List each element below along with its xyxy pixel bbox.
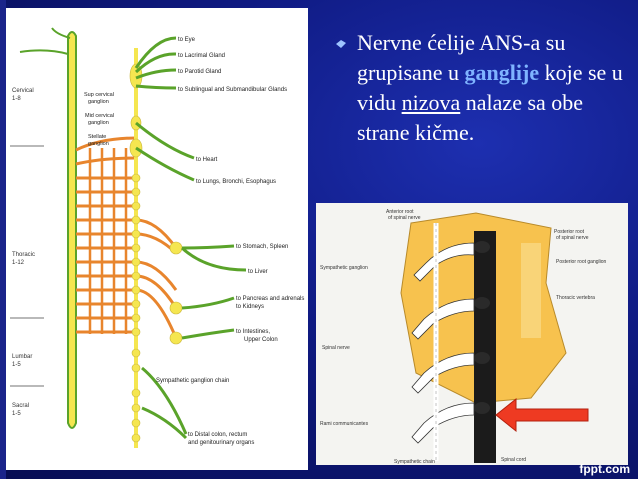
region-lumbar-name: Lumbar [12,354,32,360]
label-thoracic-vertebra: Thoracic vertebra [556,295,595,301]
paragraph-underlined: nizova [401,90,461,115]
svg-text:of spinal nerve: of spinal nerve [556,235,589,241]
paragraph-part2: koje se u vidu [357,60,623,115]
target-parotid: to Parotid Gland [178,69,221,75]
paragraph-part3: nalaze sa obe strane kičme. [357,90,584,145]
target-sublingual: to Sublingual and Submandibular Glands [178,87,287,93]
bullet-paragraph: Nervne ćelije ANS-a su grupisane u gangl… [357,28,625,148]
spinal-cross-section-diagram: Anterior root of spinal nerve Posterior … [316,203,628,465]
svg-text:and genitourinary organs: and genitourinary organs [188,440,254,446]
target-eye: to Eye [178,37,196,43]
target-heart: to Heart [196,157,218,163]
spinal-cord-shape [67,31,77,429]
svg-text:Upper Colon: Upper Colon [244,337,278,343]
region-thoracic-range: 1-12 [12,260,25,266]
region-sacral-name: Sacral [12,403,29,409]
target-liver: to Liver [248,269,268,275]
label-posterior-root: Posterior root [554,229,585,235]
preganglionic-verticals [88,148,128,334]
spinal-cord-column [474,231,496,463]
target-stomach: to Stomach, Spleen [236,244,288,250]
spinal-nerves [411,242,475,444]
region-thoracic-name: Thoracic [12,252,35,258]
svg-text:of spinal nerve: of spinal nerve [388,215,421,221]
region-cervical-name: Cervical [12,88,34,94]
svg-text:ganglion: ganglion [88,99,109,105]
ganglion-mid-label: Mid cervical [85,113,114,119]
target-pancreas: to Pancreas and adrenals [236,296,304,302]
peripheral-nerves [19,27,71,55]
target-lungs: to Lungs, Bronchi, Esophagus [196,179,276,185]
target-lacrimal: to Lacrimal Gland [178,53,225,59]
label-rami: Rami communicantes [320,421,369,427]
svg-text:ganglion: ganglion [88,120,109,126]
label-spinal-nerve: Spinal nerve [322,345,350,351]
paragraph-part1: Nervne ćelije ANS-a su grupisane u [357,30,566,85]
region-sacral-range: 1-5 [12,411,21,417]
label-posterior-ganglion: Posterior root ganglion [556,259,607,265]
target-distal: to Distal colon, rectum [188,432,247,438]
left-edge-stripe [0,0,6,479]
postganglionic-fibers [134,36,247,440]
svg-text:to Kidneys: to Kidneys [236,304,264,310]
ganglion-chain-beads [129,63,143,443]
target-intestines: to Intestines, [236,329,270,335]
red-arrow-icon [495,397,589,433]
dorsal-root-ganglia [474,241,490,414]
paragraph-highlight: ganglije [464,60,540,85]
right-diagram-svg: Anterior root of spinal nerve Posterior … [320,209,607,465]
label-sympathetic-ganglion: Sympathetic ganglion [320,265,368,271]
left-diagram-svg: Cervical 1-8 Thoracic 1-12 Lumbar 1-5 Sa… [10,27,304,448]
sympathetic-nervous-system-diagram: Cervical 1-8 Thoracic 1-12 Lumbar 1-5 Sa… [6,8,308,470]
region-lumbar-range: 1-5 [12,362,21,368]
label-anterior-root: Anterior root [386,209,414,215]
svg-text:ganglion: ganglion [88,141,109,147]
bullet-icon [336,40,346,48]
ganglion-stellate-label: Stellate [88,134,106,140]
label-sympathetic-chain: Sympathetic chain [394,459,435,465]
ganglion-sup-label: Sup cervical [84,92,114,98]
region-cervical-range: 1-8 [12,96,21,102]
label-spinal-cord: Spinal cord [501,457,526,463]
fppt-logo: fppt.com [579,462,630,476]
chain-label: Sympathetic ganglion chain [156,378,229,384]
